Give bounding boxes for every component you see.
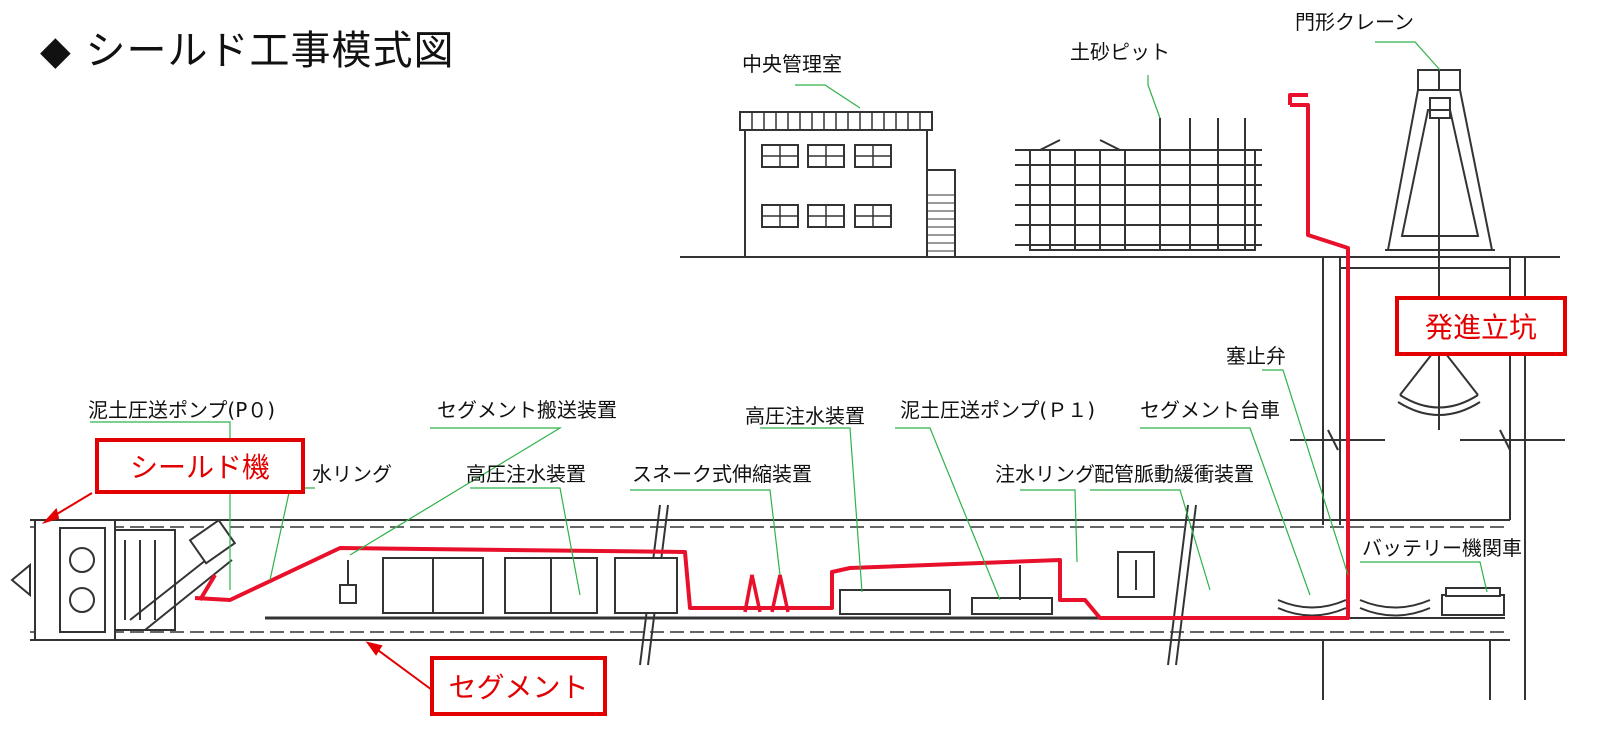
mud-pump-p1-label: 泥土圧送ポンプ(Ｐ１) [900, 398, 1096, 422]
soil-pit [1015, 118, 1262, 251]
gantry-crane [1385, 69, 1495, 430]
segment-carts [1277, 587, 1505, 617]
tunnel [30, 519, 1510, 700]
slurry-pipe [194, 93, 1350, 620]
mud-pump-p0-label: 泥土圧送ポンプ(P０) [88, 398, 276, 422]
segment-cart-label: セグメント台車 [1140, 398, 1280, 422]
snake-extension-label: スネーク式伸縮装置 [632, 462, 812, 486]
water-ring-label: 水リング [312, 462, 392, 486]
shield-machine-label: シールド機 [95, 438, 305, 494]
battery-locomotive-label: バッテリー機関車 [1362, 536, 1522, 560]
central-control-label: 中央管理室 [742, 52, 842, 76]
segment-label: セグメント [430, 656, 607, 716]
leader-lines [90, 41, 1488, 601]
hp-water-upper-label: 高圧注水装置 [745, 404, 865, 428]
equipment-units [339, 551, 1155, 615]
stop-valve-label: 塞止弁 [1226, 344, 1286, 368]
hp-water-lower-label: 高圧注水装置 [466, 462, 586, 486]
shield-machine [10, 518, 237, 641]
water-ring-2-label: 注水リング [995, 462, 1095, 486]
page-title: ◆ シールド工事模式図 [40, 28, 455, 74]
segment-transport-label: セグメント搬送装置 [437, 398, 617, 422]
highlight-arrows [41, 492, 433, 691]
central-control-building [739, 111, 956, 258]
gantry-crane-label: 門形クレーン [1295, 10, 1414, 34]
launch-shaft-label: 発進立坑 [1395, 296, 1567, 356]
pulsation-buffer-label: 配管脈動緩衝装置 [1094, 462, 1254, 486]
soil-pit-label: 土砂ピット [1070, 40, 1170, 64]
